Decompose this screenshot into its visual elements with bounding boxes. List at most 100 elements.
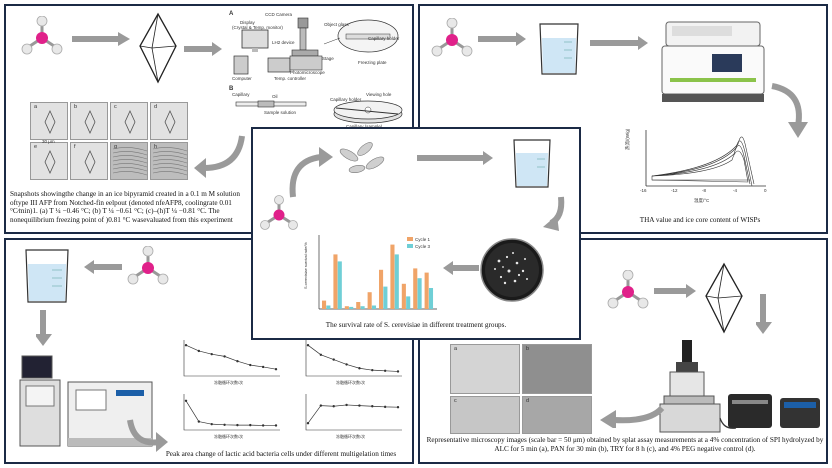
peak-area-point: [319, 404, 323, 407]
peak-area-point: [197, 420, 201, 423]
micrograph-d: d: [522, 396, 592, 434]
arrow-icon: [478, 32, 526, 46]
peak-xlabel: 冻融循环次数/次: [214, 379, 243, 385]
bar-cycle-3: [428, 288, 434, 309]
peak-area-point: [210, 352, 213, 356]
peak-area-point: [332, 358, 335, 361]
label-computer: Computer: [232, 76, 252, 81]
bar-cycle-3: [326, 305, 331, 309]
curved-arrow-icon: [543, 196, 565, 231]
arrow-icon: [756, 294, 772, 334]
microscope-icon: [659, 340, 820, 433]
arrow-icon: [184, 42, 222, 56]
peak-area-point: [358, 367, 361, 370]
curved-arrow-icon: [127, 419, 168, 452]
tha-xtick: -8: [702, 188, 707, 193]
peak-area-point: [319, 353, 323, 356]
bar-cycle-3: [337, 261, 342, 309]
label-stage: Stage: [322, 56, 334, 61]
molecule-icon: [607, 270, 649, 309]
snapshot-b: b: [70, 102, 108, 140]
tha-xtick: -4: [733, 188, 738, 193]
peak-area-point: [383, 369, 387, 372]
label-viewing-hole: Viewing hole: [366, 92, 392, 97]
caption-top-right: THA value and ice core content of WISPs: [639, 216, 761, 224]
peak-area-point: [396, 406, 400, 409]
molecule-icon: [21, 16, 63, 55]
peak-area-point: [274, 424, 278, 427]
snapshot-f: f: [70, 142, 108, 180]
peak-xlabel: 冻融循环次数/次: [336, 379, 365, 385]
panel-splat-assay: a b c d Representative microscopy images…: [418, 238, 828, 464]
bar-cycle-1: [379, 269, 384, 309]
label-freezing-plate: Freezing plate: [358, 60, 387, 65]
caption-top-left: Snapshots showingthe change in an ice bi…: [10, 190, 240, 224]
dsc-instrument-icon: [661, 21, 765, 102]
snapshot-h: h: [150, 142, 188, 180]
panel-lactic-acid-bacteria: 冻融循环次数/次冻融循环次数/次冻融循环次数/次冻融循环次数/次 Peak ar…: [4, 238, 414, 464]
peak-area-series: [307, 344, 399, 372]
peak-area-point: [371, 405, 374, 408]
bar-cycle-3: [417, 278, 422, 309]
micrograph-c: c: [450, 396, 520, 434]
caption-bottom-right: Representative microscopy images (scale …: [426, 436, 824, 453]
legend-label: Cycle 3: [415, 244, 431, 249]
peak-area-point: [184, 344, 188, 347]
tha-xtick: -16: [640, 188, 647, 193]
label-panel-b: B: [229, 86, 234, 92]
bar-cycle-3: [383, 286, 388, 309]
label-crystal-monitor: (Crystal & Temp. monitor): [232, 25, 283, 30]
label-display: Display: [240, 20, 255, 25]
peak-area-point: [345, 403, 348, 407]
tha-ylabel: 热流/(W/g): [625, 128, 630, 150]
label-panel-a: A: [229, 11, 234, 17]
peak-area-point: [249, 423, 252, 427]
bar-cycle-3: [406, 296, 411, 309]
peak-area-series: [307, 404, 399, 424]
peak-area-point: [236, 360, 239, 363]
label-capillary: Capillary: [232, 92, 250, 97]
ice-bipyramid-icon: [139, 12, 177, 84]
yeast-cells-icon: [339, 142, 385, 174]
petri-dish-icon: [480, 238, 544, 302]
arrow-icon: [417, 151, 493, 165]
peak-area-point: [210, 422, 213, 426]
peak-area-point: [306, 422, 310, 425]
caption-center: The survival rate of S. cerevisiae in di…: [325, 321, 507, 329]
bar-cycle-1: [390, 244, 395, 309]
molecule-icon: [260, 195, 298, 230]
legend-swatch: [407, 237, 413, 241]
snapshot-a: a: [30, 102, 68, 140]
snapshot-d: d: [150, 102, 188, 140]
peak-xlabel: 冻融循环次数/次: [336, 433, 365, 439]
legend-label: Cycle 1: [415, 237, 431, 242]
apparatus-diagram: [228, 10, 412, 138]
peak-area-point: [223, 423, 226, 426]
bar-cycle-3: [360, 306, 365, 309]
curved-arrow-icon: [600, 405, 665, 428]
label-led-device: LH2 device: [272, 40, 295, 45]
snapshot-e: e: [30, 142, 68, 180]
tha-xlabel: 温度/°C: [694, 198, 710, 203]
snapshot-g: g: [110, 142, 148, 180]
peak-area-point: [261, 365, 265, 369]
label-object-glass: Object glass: [324, 22, 349, 27]
ice-bipyramid-icon: [705, 262, 743, 334]
bar-cycle-3: [349, 306, 354, 309]
bar-cycle-1: [333, 254, 338, 309]
label-oil: Oil: [272, 94, 278, 99]
peak-area-point: [223, 355, 226, 358]
bar-cycle-3: [394, 254, 399, 309]
bar-cycle-1: [424, 272, 429, 309]
label-capillary-holder: Capillary holder: [368, 36, 400, 41]
beaker-icon: [513, 139, 551, 188]
bar-cycle-1: [367, 292, 372, 309]
peak-area-point: [332, 405, 335, 408]
peak-area-plot: 冻融循环次数/次: [183, 340, 280, 385]
scale-bar-label: 30 μm: [42, 139, 55, 144]
molecule-icon: [127, 246, 169, 285]
peak-area-point: [358, 404, 361, 407]
